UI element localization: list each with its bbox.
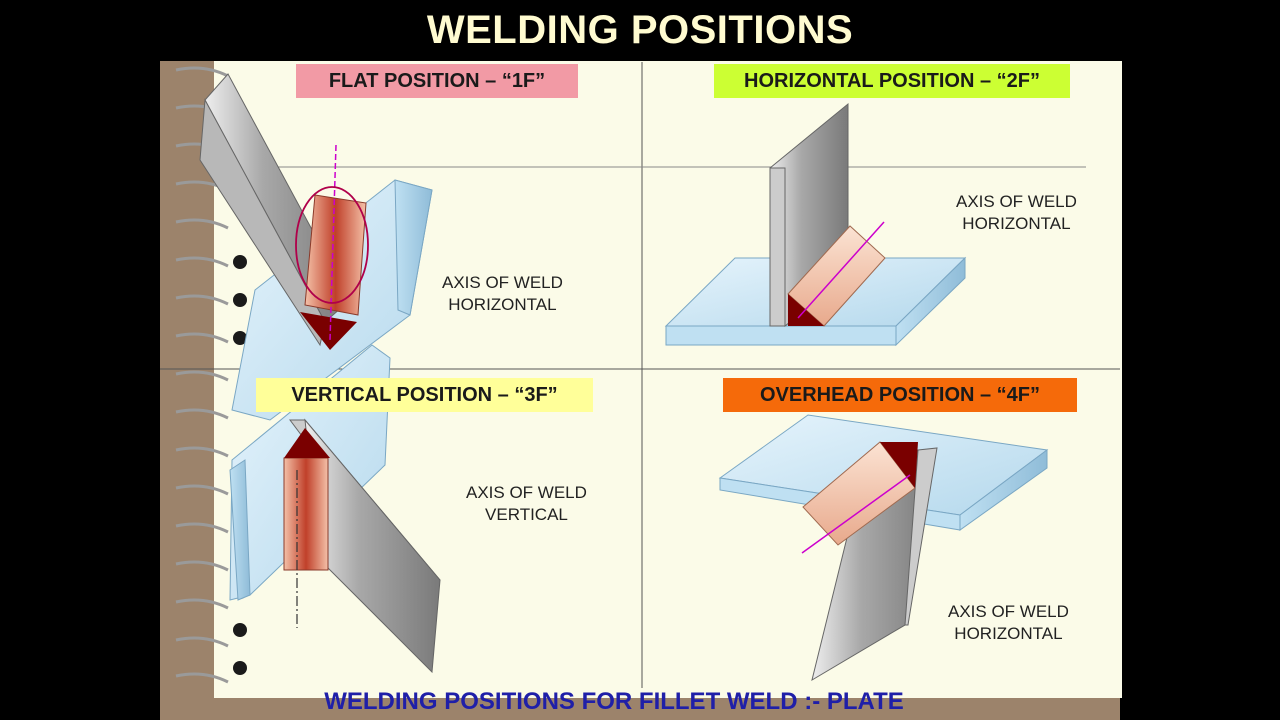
- overhead-axis-line1: AXIS OF WELD: [948, 602, 1069, 621]
- overhead-position-label: OVERHEAD POSITION – “4F”: [723, 378, 1077, 412]
- flat-axis-line1: AXIS OF WELD: [442, 273, 563, 292]
- horizontal-position-label: HORIZONTAL POSITION – “2F”: [714, 64, 1070, 98]
- vertical-axis-line2: VERTICAL: [485, 505, 568, 524]
- overhead-position-figure: [718, 414, 1049, 682]
- overhead-axis-caption: AXIS OF WELD HORIZONTAL: [948, 601, 1069, 645]
- horizontal-axis-line2: HORIZONTAL: [962, 214, 1071, 233]
- overhead-axis-line2: HORIZONTAL: [954, 624, 1063, 643]
- footer-caption: WELDING POSITIONS FOR FILLET WELD :- PLA…: [324, 688, 904, 715]
- vertical-position-label: VERTICAL POSITION – “3F”: [256, 378, 593, 412]
- horizontal-position-figure: [664, 102, 967, 347]
- flat-axis-caption: AXIS OF WELD HORIZONTAL: [442, 272, 563, 316]
- flat-position-label: FLAT POSITION – “1F”: [296, 64, 578, 98]
- flat-position-figure: [199, 73, 433, 421]
- flat-axis-line2: HORIZONTAL: [448, 295, 557, 314]
- vertical-axis-line1: AXIS OF WELD: [466, 483, 587, 502]
- horizontal-axis-line1: AXIS OF WELD: [956, 192, 1077, 211]
- vertical-axis-caption: AXIS OF WELD VERTICAL: [466, 482, 587, 526]
- page-title: WELDING POSITIONS: [426, 8, 854, 52]
- horizontal-axis-caption: AXIS OF WELD HORIZONTAL: [956, 191, 1077, 235]
